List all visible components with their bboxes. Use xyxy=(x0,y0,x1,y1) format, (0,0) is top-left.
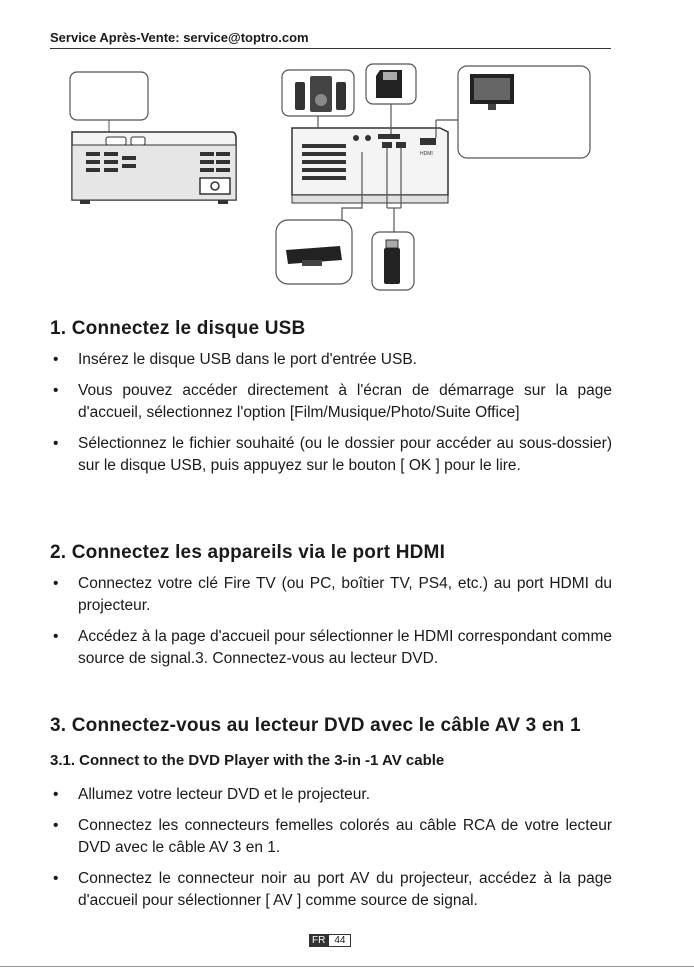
sd-card-icon xyxy=(365,63,417,105)
bottom-divider xyxy=(0,966,694,967)
page-footer: FR 44 xyxy=(309,934,352,947)
page-header: Service Après-Vente: service@toptro.com xyxy=(50,30,611,49)
projector-front-view xyxy=(71,131,237,204)
page-number: 44 xyxy=(328,934,352,947)
section1-title: 1. Connectez le disque USB xyxy=(50,318,306,339)
list-item: Allumez votre lecteur DVD et le projecte… xyxy=(50,784,612,806)
list-item: Vous pouvez accéder directement à l'écra… xyxy=(50,380,612,424)
list-item: Sélectionnez le fichier souhaité (ou le … xyxy=(50,433,612,477)
list-item: Connectez les connecteurs femelles color… xyxy=(50,815,612,859)
section3-title: 3. Connectez-vous au lecteur DVD avec le… xyxy=(50,715,581,736)
usb-stick-icon xyxy=(371,231,415,291)
list-item: Insérez le disque USB dans le port d'ent… xyxy=(50,349,612,371)
language-badge: FR xyxy=(309,934,329,947)
list-item: Connectez votre clé Fire TV (ou PC, boît… xyxy=(50,573,612,617)
list-item: Connectez le connecteur noir au port AV … xyxy=(50,868,612,912)
dvd-player-icon xyxy=(275,219,353,285)
section1-list: Insérez le disque USB dans le port d'ent… xyxy=(50,349,612,486)
section2-title: 2. Connectez les appareils via le port H… xyxy=(50,542,446,563)
connection-diagram: HDMI xyxy=(69,63,591,291)
hdmi-port-label: HDMI xyxy=(420,151,433,157)
section2-list: Connectez votre clé Fire TV (ou PC, boît… xyxy=(50,573,612,679)
list-item: Accédez à la page d'accueil pour sélecti… xyxy=(50,626,612,670)
projector-rear-view: HDMI xyxy=(291,127,449,204)
section3-subtitle: 3.1. Connect to the DVD Player with the … xyxy=(50,752,445,769)
speakers-icon xyxy=(281,69,355,117)
monitor-icon xyxy=(457,65,591,159)
section3-list: Allumez votre lecteur DVD et le projecte… xyxy=(50,784,612,921)
callout-box-empty xyxy=(69,71,149,121)
